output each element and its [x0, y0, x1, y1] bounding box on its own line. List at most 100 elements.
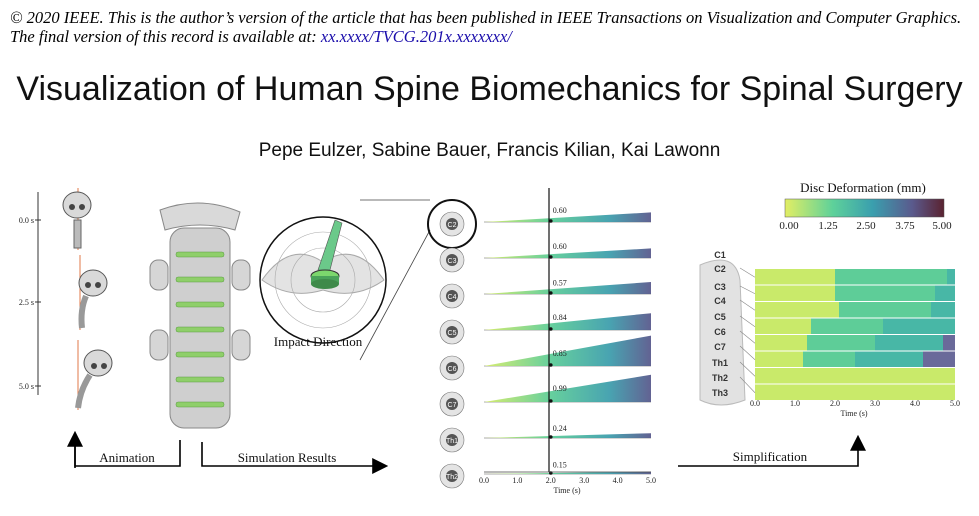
skull-model-2	[75, 340, 113, 410]
time-label-2: 5.0 s	[19, 382, 34, 391]
cbar-tick-0: 0.00	[779, 220, 799, 232]
heatmap-cell	[947, 269, 955, 285]
area-xtick: 1.0	[512, 476, 522, 485]
marker-value: 0.57	[553, 278, 567, 287]
heatmap-cell	[755, 318, 811, 334]
disc-glyph-label: Th1	[446, 438, 458, 445]
disc-glyph-label: C5	[448, 330, 457, 337]
heatmap-cell	[807, 335, 875, 351]
heatmap-cell	[935, 285, 955, 301]
time-marker-dot	[549, 363, 553, 367]
row-connector	[739, 330, 756, 344]
heatmap-cell	[755, 285, 835, 301]
teaser-figure: 0.0 s 2.5 s 5.0 s	[19, 180, 960, 495]
heatmap-cell	[755, 335, 807, 351]
spine-disc	[175, 326, 225, 333]
area-series	[484, 282, 651, 294]
disc-glyph-core	[446, 470, 458, 482]
spine-disc	[175, 301, 225, 308]
marker-value: 0.84	[553, 313, 567, 322]
heatmap-cell	[755, 351, 803, 367]
skull-model-1	[78, 255, 108, 330]
area-series	[484, 248, 651, 258]
skull-model-0	[62, 188, 92, 250]
spine-level-label: C5	[714, 312, 726, 322]
time-marker-dot	[549, 255, 553, 259]
row-connector	[739, 285, 756, 295]
spine-disc	[175, 276, 225, 283]
heatmap-cell	[755, 302, 839, 318]
heatmap-xtick: 4.0	[910, 399, 920, 408]
marker-value: 0.85	[553, 349, 567, 358]
area-xtick: 4.0	[613, 476, 623, 485]
time-marker-dot	[549, 435, 553, 439]
spine-disc	[175, 376, 225, 383]
spine-level-label: C2	[714, 264, 726, 274]
area-xtick: 0.0	[479, 476, 489, 485]
impact-direction-label: Impact Direction	[274, 334, 363, 349]
cbar-tick-3: 3.75	[895, 220, 915, 232]
copyright-notice: © 2020 IEEE. This is the author’s versio…	[10, 8, 975, 46]
row-connector	[739, 345, 756, 360]
spine-level-label: C7	[714, 342, 726, 352]
cbar-tick-4: 5.00	[932, 220, 952, 232]
heatmap-xlabel: Time (s)	[840, 409, 867, 418]
area-xlabel: Time (s)	[553, 486, 580, 495]
disc-glyph-label: C2	[448, 222, 457, 229]
time-marker-dot	[549, 327, 553, 331]
simulation-label: Simulation Results	[238, 450, 337, 465]
spine-level-label: C4	[714, 296, 726, 306]
disc-glyph-label: C3	[448, 258, 457, 265]
colorbar-title: Disc Deformation (mm)	[800, 180, 926, 195]
row-connector	[739, 315, 756, 327]
marker-value: 0.99	[553, 384, 567, 393]
disc-glyph-core	[446, 254, 458, 266]
heatmap-cell	[755, 368, 955, 384]
spine-disc	[175, 351, 225, 358]
heatmap-xtick: 3.0	[870, 399, 880, 408]
flow-arrows: Animation Simulation Results Simplificat…	[67, 430, 866, 474]
cbar-tick-2: 2.50	[856, 220, 876, 232]
heatmap-cell	[875, 335, 943, 351]
paper-title: Visualization of Human Spine Biomechanic…	[16, 70, 963, 108]
row-connector	[739, 267, 756, 278]
area-xtick: 5.0	[646, 476, 656, 485]
heatmap-cell	[883, 318, 955, 334]
animation-panel: 0.0 s 2.5 s 5.0 s	[19, 188, 113, 410]
impact-direction-glyph: Impact Direction	[259, 199, 431, 361]
row-connector	[739, 376, 756, 393]
heatmap-cell	[943, 335, 955, 351]
disc-glyph-core	[446, 398, 458, 410]
animation-label: Animation	[99, 450, 155, 465]
colorbar-gradient	[784, 198, 945, 218]
area-series	[484, 433, 651, 438]
doi-link[interactable]: xx.xxxx/TVCG.201x.xxxxxxx/	[320, 27, 512, 46]
marker-value: 0.60	[553, 242, 567, 251]
spine-level-label: C6	[714, 327, 726, 337]
simulation-arrow	[201, 442, 389, 474]
disc-glyph-label: C7	[448, 402, 457, 409]
area-series	[484, 212, 651, 222]
disc-glyph-core	[446, 362, 458, 374]
time-marker-dot	[549, 291, 553, 295]
spine-disc	[175, 251, 225, 258]
heatmap-xtick: 2.0	[830, 399, 840, 408]
disc-glyph-label: C4	[448, 294, 457, 301]
disc-glyph-core	[446, 218, 458, 230]
marker-value: 0.15	[553, 460, 567, 469]
marker-value: 0.60	[553, 206, 567, 215]
disc-glyph-core	[446, 326, 458, 338]
disc-glyph-label: C6	[448, 366, 457, 373]
time-marker-dot	[549, 219, 553, 223]
heatmap-cell	[839, 302, 931, 318]
heatmap-cell	[811, 318, 883, 334]
spine-level-label: C1	[714, 250, 726, 260]
marker-value: 0.24	[553, 424, 567, 433]
heatmap-cell	[803, 351, 855, 367]
heatmap-cell	[755, 384, 955, 400]
heatmap-cell	[835, 269, 947, 285]
heatmap-cell	[931, 302, 955, 318]
